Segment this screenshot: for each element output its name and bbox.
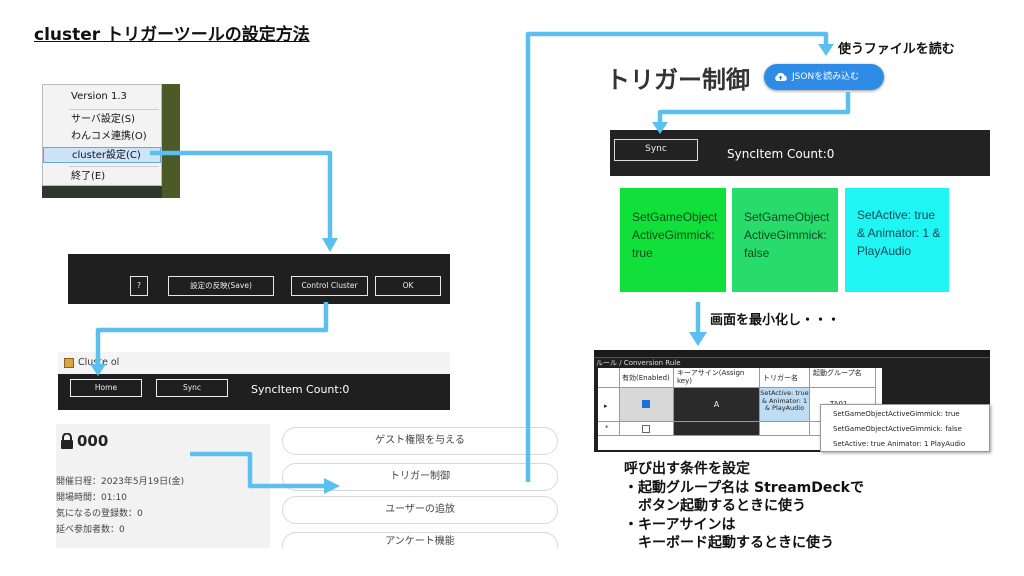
rule-table-title: ルール / Conversion Rule bbox=[596, 359, 681, 367]
rule-window-header bbox=[594, 350, 990, 358]
desktop-background bbox=[162, 84, 180, 198]
settings-control-bar: ? 設定の反映(Save) Control Cluster OK bbox=[68, 254, 450, 304]
menu-item-wancome[interactable]: わんコメ連携(O) bbox=[71, 131, 147, 142]
menu-separator bbox=[69, 109, 159, 110]
enabled-checkbox[interactable] bbox=[642, 400, 650, 408]
new-row-marker: * bbox=[598, 422, 620, 436]
event-date: 開催日程：2023年5月19日(金) bbox=[56, 477, 185, 487]
ok-button[interactable]: OK bbox=[375, 276, 441, 296]
event-info-panel: 000 開催日程：2023年5月19日(金) 開場時間：01:10 気になるの登… bbox=[56, 424, 270, 548]
trigger-name-cell[interactable]: SetActive: true & Animator: 1 & PlayAudi… bbox=[760, 388, 810, 422]
dropdown-option[interactable]: SetActive: true Animator: 1 PlayAudio bbox=[833, 440, 966, 448]
event-id: 000 bbox=[77, 432, 109, 450]
save-button[interactable]: 設定の反映(Save) bbox=[168, 276, 274, 296]
survey-button[interactable]: アンケート機能 bbox=[282, 532, 558, 548]
control-cluster-button[interactable]: Control Cluster bbox=[291, 276, 368, 296]
grid-corner bbox=[598, 368, 620, 388]
conditions-note: 呼び出す条件を設定 ・起動グループ名は StreamDeckで ボタン起動すると… bbox=[624, 460, 864, 553]
trigger-dropdown-list[interactable]: SetGameObjectActiveGimmick: true SetGame… bbox=[820, 404, 990, 452]
row-selector[interactable]: ▸ bbox=[598, 388, 620, 422]
trigger-panel-title: トリガー制御 bbox=[606, 66, 750, 94]
arrowhead bbox=[818, 44, 834, 56]
app-icon bbox=[64, 358, 74, 368]
load-json-button[interactable]: JSONを読み込む bbox=[764, 64, 884, 90]
conditions-line: ボタン起動するときに使う bbox=[624, 498, 806, 514]
home-button[interactable]: Home bbox=[70, 379, 142, 397]
arrow-json-to-sync bbox=[657, 92, 851, 124]
context-menu: Version 1.3 サーバ設定(S) わんコメ連携(O) cluster設定… bbox=[42, 84, 162, 186]
dropdown-option[interactable]: SetGameObjectActiveGimmick: true bbox=[833, 410, 960, 418]
conditions-line: キーボード起動するときに使う bbox=[624, 535, 834, 551]
help-button[interactable]: ? bbox=[130, 276, 148, 296]
menu-separator bbox=[69, 166, 159, 167]
lock-icon bbox=[61, 433, 73, 449]
menu-item-version: Version 1.3 bbox=[71, 91, 127, 102]
col-header-assign-key: キーアサイン(Assign key) bbox=[674, 368, 760, 388]
trigger-tile-setactive-animator[interactable]: SetActive: true & Animator: 1 & PlayAudi… bbox=[845, 188, 949, 292]
load-json-label: JSONを読み込む bbox=[792, 72, 860, 82]
enabled-cell[interactable] bbox=[620, 388, 674, 422]
context-menu-screenshot: Version 1.3 サーバ設定(S) わんコメ連携(O) cluster設定… bbox=[42, 84, 180, 198]
conditions-line: ・キーアサインは bbox=[624, 516, 736, 533]
col-header-group-name: 起動グループ名 bbox=[810, 368, 876, 388]
event-open-time: 開場時間：01:10 bbox=[56, 493, 127, 503]
page-title: cluster トリガーツールの設定方法 bbox=[34, 25, 310, 45]
conditions-line: 呼び出す条件を設定 bbox=[624, 461, 750, 477]
event-participant-count: 延べ参加者数：0 bbox=[56, 525, 125, 535]
guest-permission-button[interactable]: ゲスト権限を与える bbox=[282, 427, 558, 455]
menu-item-server-settings[interactable]: サーバ設定(S) bbox=[71, 114, 136, 125]
assign-key-cell[interactable]: A bbox=[674, 388, 760, 422]
trigger-control-button[interactable]: トリガー制御 bbox=[282, 463, 558, 491]
trigger-sync-bar: Sync SyncItem Count:0 bbox=[610, 130, 990, 176]
arrowhead bbox=[322, 238, 338, 252]
trigger-tile-gimmick-true[interactable]: SetGameObjectActiveGimmick: true bbox=[620, 188, 726, 292]
arrowhead bbox=[689, 332, 707, 346]
trigger-sync-count: SyncItem Count:0 bbox=[727, 147, 835, 161]
trigger-sync-button[interactable]: Sync bbox=[614, 139, 698, 161]
event-registered-count: 気になるの登録数：0 bbox=[56, 509, 143, 519]
new-assign-key-cell[interactable] bbox=[674, 422, 760, 436]
col-header-enabled: 有効(Enabled) bbox=[620, 368, 674, 388]
kick-user-button[interactable]: ユーザーの追放 bbox=[282, 496, 558, 524]
trigger-tile-gimmick-false[interactable]: SetGameObjectActiveGimmick: false bbox=[732, 188, 838, 292]
new-enabled-cell[interactable] bbox=[620, 422, 674, 436]
dropdown-option[interactable]: SetGameObjectActiveGimmick: false bbox=[833, 425, 962, 433]
cluster-window-toolbar: Home Sync SyncItem Count:0 bbox=[58, 374, 450, 410]
note-use-file: 使うファイルを読む bbox=[838, 42, 955, 57]
note-minimize: 画面を最小化し・・・ bbox=[710, 313, 841, 328]
menu-item-exit[interactable]: 終了(E) bbox=[71, 171, 106, 182]
col-header-trigger-name: トリガー名 bbox=[760, 368, 810, 388]
conditions-line: ・起動グループ名は StreamDeckで bbox=[624, 479, 864, 496]
cloud-upload-icon bbox=[775, 72, 787, 81]
new-enabled-checkbox[interactable] bbox=[642, 425, 650, 433]
menu-item-cluster-settings[interactable]: cluster設定(C) bbox=[43, 147, 161, 163]
sync-button[interactable]: Sync bbox=[156, 379, 228, 397]
cluster-window-titlebar: Cluste ol bbox=[58, 352, 450, 374]
sync-item-count: SyncItem Count:0 bbox=[251, 383, 350, 396]
new-trigger-cell[interactable] bbox=[760, 422, 810, 436]
window-title: Cluste ol bbox=[78, 357, 120, 368]
